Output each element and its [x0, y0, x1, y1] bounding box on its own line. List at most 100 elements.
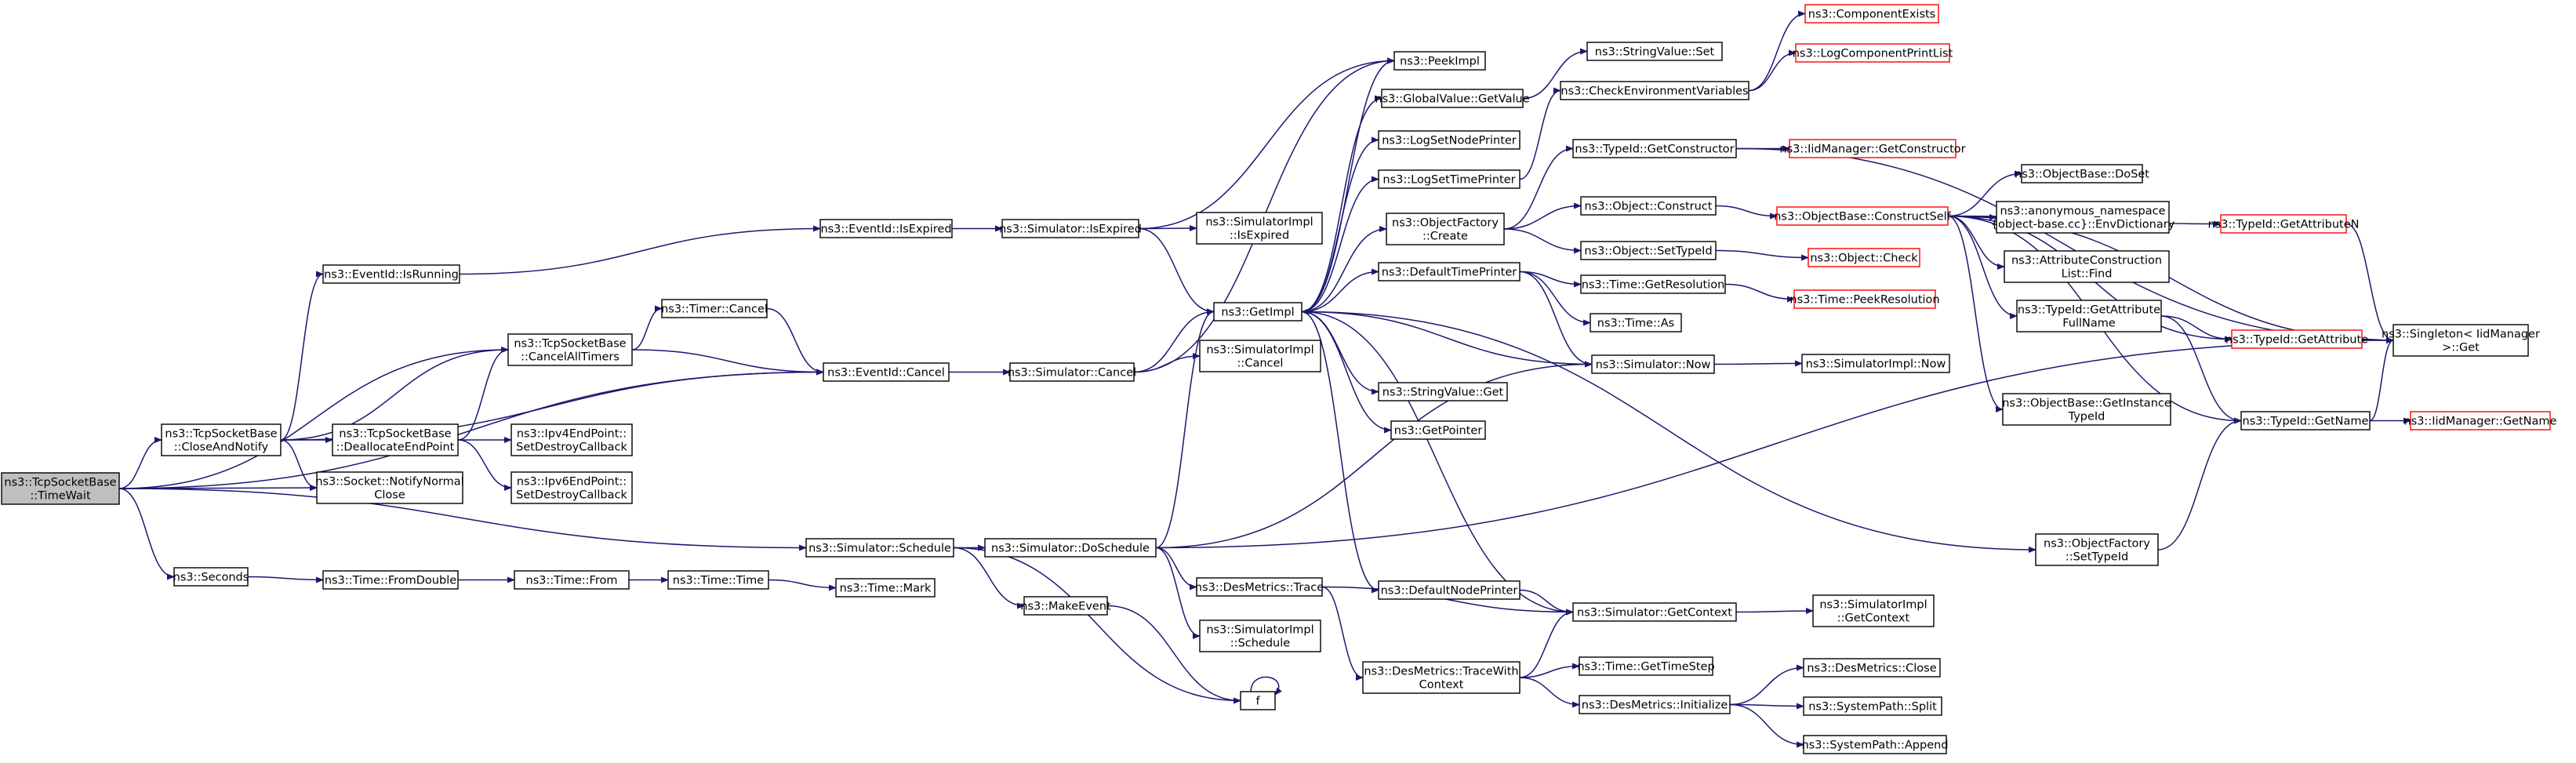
- node-box[interactable]: [2231, 329, 2363, 349]
- node-box[interactable]: [1390, 420, 1486, 440]
- node-ns3-singleton-iidmanager-get[interactable]: ns3::Singleton< IidManager>::Get: [2382, 324, 2540, 357]
- node-box[interactable]: [1776, 206, 1949, 226]
- node-ns3-logsettimeprinter[interactable]: ns3::LogSetTimePrinter: [1378, 169, 1521, 189]
- node-box[interactable]: [2220, 214, 2347, 234]
- node-ns3-simulator-getcontext[interactable]: ns3::Simulator::GetContext: [1572, 602, 1737, 622]
- node-ns3-simulatorimpl-schedule[interactable]: ns3::SimulatorImpl::Schedule: [1199, 619, 1321, 652]
- node-box[interactable]: [316, 471, 463, 504]
- node-ns3-simulator-now[interactable]: ns3::Simulator::Now: [1591, 354, 1715, 374]
- node-box[interactable]: [1386, 213, 1505, 245]
- node-box[interactable]: [1393, 51, 1486, 71]
- node-box[interactable]: [1378, 130, 1521, 150]
- node-box[interactable]: [1580, 196, 1717, 216]
- node-ns3-logcomponentprintlist[interactable]: ns3::LogComponentPrintList: [1793, 43, 1953, 63]
- node-box[interactable]: [661, 299, 768, 318]
- node-ns3-simulator-isexpired[interactable]: ns3::Simulator::IsExpired: [999, 219, 1142, 238]
- node-box[interactable]: [1, 472, 120, 505]
- node-ns3-iidmanager-getconstructor[interactable]: ns3::IidManager::GetConstructor: [1779, 139, 1966, 158]
- node-box[interactable]: [1801, 354, 1950, 373]
- node-box[interactable]: [1196, 577, 1323, 597]
- node-ns3-stringvalue-get[interactable]: ns3::StringValue::Get: [1378, 382, 1508, 401]
- node-box[interactable]: [1580, 241, 1717, 260]
- node-ns3-desmetrics-initialize[interactable]: ns3::DesMetrics::Initialize: [1579, 695, 1731, 714]
- node-ns3-objectbase-constructself[interactable]: ns3::ObjectBase::ConstructSelf: [1774, 206, 1952, 226]
- node-ns3-objectfactory-settypeid[interactable]: ns3::ObjectFactory::SetTypeId: [2035, 533, 2159, 566]
- node-ns3-time-gettimestep[interactable]: ns3::Time::GetTimeStep: [1577, 656, 1715, 676]
- node-box[interactable]: [1572, 602, 1737, 622]
- node-box[interactable]: [1591, 354, 1715, 374]
- node-ns3-checkenvironmentvariables[interactable]: ns3::CheckEnvironmentVariables: [1560, 81, 1749, 100]
- node-box[interactable]: [2021, 164, 2143, 183]
- node-box[interactable]: [173, 567, 249, 587]
- node-box[interactable]: [823, 362, 950, 382]
- node-box[interactable]: [322, 570, 459, 590]
- node-ns3-defaultnodeprinter[interactable]: ns3::DefaultNodePrinter: [1378, 580, 1521, 600]
- node-ns3-desmetrics-trace[interactable]: ns3::DesMetrics::Trace: [1195, 577, 1324, 597]
- node-box[interactable]: [2410, 411, 2551, 431]
- node-ns3-stringvalue-set[interactable]: ns3::StringValue::Set: [1586, 42, 1723, 61]
- node-ns3-objectfactory-create[interactable]: ns3::ObjectFactory::Create: [1386, 213, 1505, 245]
- node-box[interactable]: [1996, 201, 2170, 234]
- node-ns3-time-getresolution[interactable]: ns3::Time::GetResolution: [1580, 274, 1726, 294]
- node-ns3-getpointer[interactable]: ns3::GetPointer: [1390, 420, 1486, 440]
- node-ns3-time-as[interactable]: ns3::Time::As: [1590, 313, 1682, 332]
- node-ns3-typeid-getattributen[interactable]: ns3::TypeId::GetAttributeN: [2207, 214, 2360, 234]
- node-ns3-object-settypeid[interactable]: ns3::Object::SetTypeId: [1580, 241, 1717, 260]
- node-ns3-eventid-cancel[interactable]: ns3::EventId::Cancel: [823, 362, 950, 382]
- node-box[interactable]: [507, 333, 633, 366]
- node-box[interactable]: [1199, 619, 1321, 652]
- node-ns3-ipv6endpoint-setdestroycallback[interactable]: ns3::Ipv6EndPoint::SetDestroyCallback: [510, 471, 633, 504]
- node-ns3-time-from[interactable]: ns3::Time::From: [514, 570, 630, 590]
- node-box[interactable]: [1803, 735, 1947, 754]
- node-ns3-simulator-doschedule[interactable]: ns3::Simulator::DoSchedule: [984, 538, 1157, 558]
- node-box[interactable]: [1579, 695, 1731, 714]
- node-ns3-typeid-getconstructor[interactable]: ns3::TypeId::GetConstructor: [1572, 139, 1737, 158]
- node-box[interactable]: [1009, 362, 1135, 382]
- node-ns3-logsetnodeprinter[interactable]: ns3::LogSetNodePrinter: [1378, 130, 1521, 150]
- node-box[interactable]: [1381, 89, 1524, 108]
- node-box[interactable]: [1812, 594, 1935, 627]
- node-box[interactable]: [984, 538, 1157, 558]
- node-box[interactable]: [835, 578, 936, 598]
- node-ns3-simulatorimpl-getcontext[interactable]: ns3::SimulatorImpl::GetContext: [1812, 594, 1935, 627]
- node-box[interactable]: [1213, 302, 1303, 322]
- node-ns3-peekimpl[interactable]: ns3::PeekImpl: [1393, 51, 1486, 71]
- node-box[interactable]: [2240, 411, 2371, 431]
- node-box[interactable]: [2035, 533, 2159, 566]
- node-box[interactable]: [1378, 262, 1521, 282]
- node-ns3-tcpsocketbase-cancelalltimers[interactable]: ns3::TcpSocketBase::CancelAllTimers: [507, 333, 633, 366]
- node-box[interactable]: [1579, 656, 1713, 676]
- node-box[interactable]: [322, 264, 460, 284]
- node-box[interactable]: [161, 423, 282, 456]
- node-ns3-time-peekresolution[interactable]: ns3::Time::PeekResolution: [1789, 289, 1940, 309]
- node-ns3-simulatorimpl-now[interactable]: ns3::SimulatorImpl::Now: [1801, 354, 1950, 373]
- node-ns3-seconds[interactable]: ns3::Seconds: [173, 567, 249, 587]
- node-box[interactable]: [332, 423, 459, 456]
- node-ns3-tcpsocketbase-deallocateendpoint[interactable]: ns3::TcpSocketBase::DeallocateEndPoint: [332, 423, 459, 456]
- node-ns3-objectbase-doset[interactable]: ns3::ObjectBase::DoSet: [2015, 164, 2149, 183]
- node-box[interactable]: [1196, 212, 1323, 245]
- node-box[interactable]: [510, 423, 633, 456]
- node-box[interactable]: [819, 219, 953, 238]
- node-ns3-globalvalue-getvalue[interactable]: ns3::GlobalValue::GetValue: [1375, 89, 1530, 108]
- node-box[interactable]: [1795, 43, 1950, 63]
- node-box[interactable]: [1199, 340, 1321, 372]
- node-box[interactable]: [1001, 219, 1139, 238]
- node-box[interactable]: [1803, 696, 1942, 716]
- node-ns3-tcpsocketbase-timewait[interactable]: ns3::TcpSocketBase::TimeWait: [1, 472, 120, 505]
- node-ns3-typeid-getname[interactable]: ns3::TypeId::GetName: [2240, 411, 2371, 431]
- node-ns3-getimpl[interactable]: ns3::GetImpl: [1213, 302, 1303, 322]
- node-ns3-object-check[interactable]: ns3::Object::Check: [1808, 248, 1920, 267]
- node-box[interactable]: [1789, 139, 1957, 158]
- node-ns3-timer-cancel[interactable]: ns3::Timer::Cancel: [661, 299, 768, 318]
- node-box[interactable]: [2393, 324, 2529, 357]
- node-box[interactable]: [1240, 691, 1276, 710]
- node-ns3-time-mark[interactable]: ns3::Time::Mark: [835, 578, 936, 598]
- node-box[interactable]: [1580, 274, 1726, 294]
- node-ns3-time-fromdouble[interactable]: ns3::Time::FromDouble: [322, 570, 459, 590]
